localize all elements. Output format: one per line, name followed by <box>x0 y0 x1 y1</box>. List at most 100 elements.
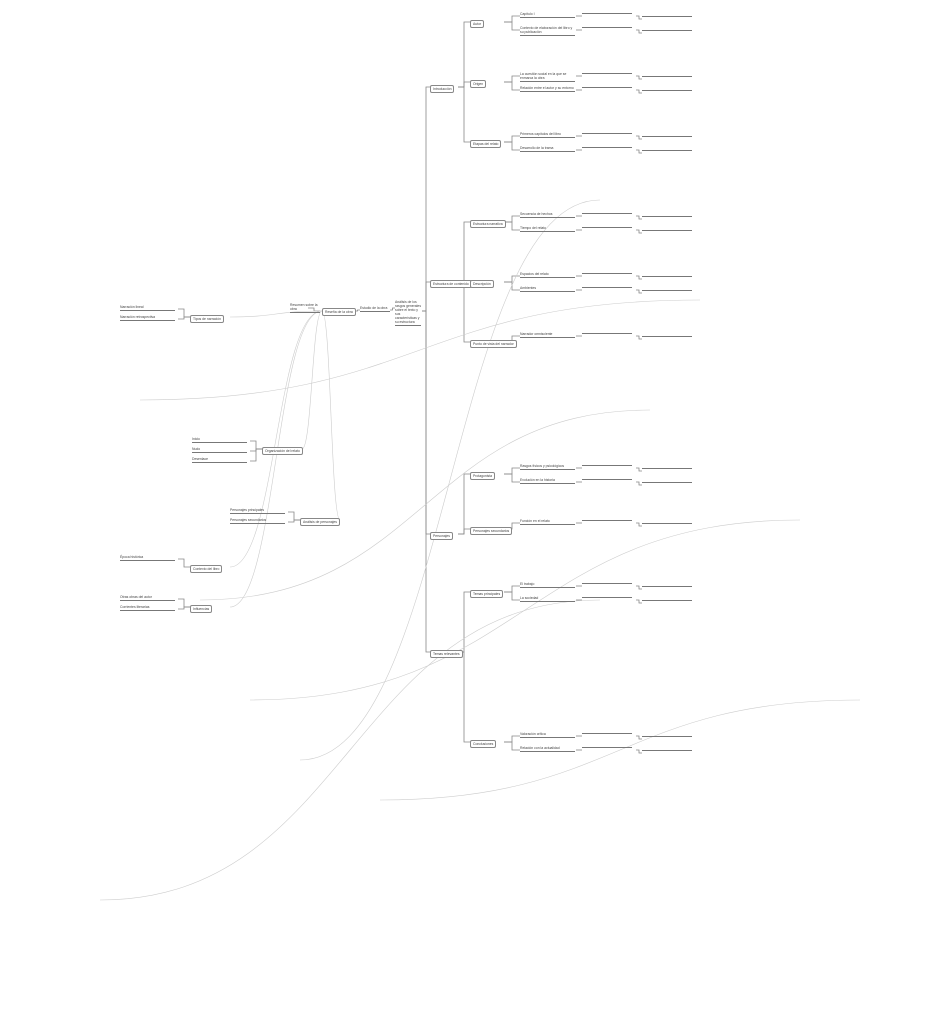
connector <box>458 473 470 535</box>
detail-line <box>642 89 692 91</box>
subtopic-node[interactable]: Contexto de elaboración del libro y su p… <box>520 26 575 36</box>
relation-line <box>379 699 861 801</box>
connector <box>636 289 642 294</box>
connector <box>636 735 642 740</box>
left-subtopic-node[interactable]: Desenlace <box>192 457 247 463</box>
topic-node[interactable]: Temas principales <box>470 590 504 598</box>
subtopic-node[interactable]: Función en el relato <box>520 519 575 525</box>
connector <box>458 591 470 653</box>
connector <box>504 81 520 91</box>
connector <box>458 21 470 88</box>
subtopic-node[interactable]: Relación entre el autor y su entorno <box>520 86 575 92</box>
topic-node[interactable]: Origen <box>470 80 487 88</box>
detail-line <box>642 29 692 31</box>
relation-line <box>229 310 323 568</box>
connector <box>636 29 642 34</box>
left-subtopic-node[interactable]: Nudo <box>192 447 247 453</box>
branch-node[interactable]: Temas relevantes <box>430 650 463 658</box>
connector <box>504 75 520 83</box>
subtopic-node[interactable]: Primeros capítulos del libro <box>520 132 575 138</box>
root-right-note[interactable]: Análisis de los rasgos generales sobre e… <box>395 300 422 326</box>
connector <box>422 86 430 312</box>
branch-node[interactable]: Estructura de contenido <box>430 280 472 288</box>
detail-line <box>642 215 692 217</box>
topic-node[interactable]: Conclusiones <box>470 740 497 748</box>
connector <box>636 467 642 472</box>
branch-node[interactable]: Personajes <box>430 532 453 540</box>
detail-line <box>582 732 632 734</box>
detail-line <box>582 478 632 480</box>
topic-node[interactable]: Autor <box>470 20 485 28</box>
topic-node[interactable]: Estructura narrativa <box>470 220 506 228</box>
left-branch-node[interactable]: Influencias <box>190 605 213 613</box>
left-subtopic-node[interactable]: Inicio <box>192 437 247 443</box>
topic-node[interactable]: Punto de vista del narrador <box>470 340 517 348</box>
subtopic-node[interactable]: Desarrollo de la trama <box>520 146 575 152</box>
connector <box>636 481 642 486</box>
subtopic-node[interactable]: Ambientes <box>520 286 575 292</box>
subtopic-node[interactable]: Rasgos físicos y psicológicos <box>520 464 575 470</box>
connector <box>636 135 642 140</box>
detail-line <box>642 15 692 17</box>
left-branch-node[interactable]: Organización del relato <box>262 447 303 455</box>
detail-line <box>642 585 692 587</box>
connector <box>178 606 190 610</box>
detail-line <box>582 332 632 334</box>
subtopic-node[interactable]: El trabajo <box>520 582 575 588</box>
topic-node[interactable]: Personajes secundarios <box>470 527 513 535</box>
subtopic-node[interactable]: Tiempo del relato <box>520 226 575 232</box>
subtopic-node[interactable]: Narrador omnisciente <box>520 332 575 338</box>
root-left-note[interactable]: Resumen sobre la obra <box>290 303 320 313</box>
detail-line <box>582 519 632 521</box>
subtopic-node[interactable]: Capítulo I <box>520 12 575 18</box>
connector <box>288 519 300 523</box>
connector <box>355 309 360 312</box>
subtopic-node[interactable]: Evolución en la historia <box>520 478 575 484</box>
detail-line <box>642 229 692 231</box>
topic-node[interactable]: Descripción <box>470 280 494 288</box>
branch-node[interactable]: Introducción <box>430 85 455 93</box>
left-subtopic-node[interactable]: Narración lineal <box>120 305 175 311</box>
connector <box>504 591 520 601</box>
topic-node[interactable]: Protagonista <box>470 472 496 480</box>
detail-line <box>642 75 692 77</box>
connector <box>504 467 520 475</box>
connector <box>288 511 300 521</box>
left-subtopic-node[interactable]: Corrientes literarias <box>120 605 175 611</box>
subtopic-node[interactable]: Valoración crítica <box>520 732 575 738</box>
left-subtopic-node[interactable]: Otras obras del autor <box>120 595 175 601</box>
subtopic-node[interactable]: Relación con la actualidad <box>520 746 575 752</box>
relation-line <box>199 409 651 601</box>
left-subtopic-node[interactable]: Personajes secundarios <box>230 518 285 524</box>
root-node[interactable]: Reseña de la obra <box>322 308 356 316</box>
connector <box>178 316 190 320</box>
connector <box>458 281 470 343</box>
left-subtopic-node[interactable]: Narración retrospectiva <box>120 315 175 321</box>
left-branch-node[interactable]: Contexto del libro <box>190 565 223 573</box>
connector <box>504 735 520 743</box>
left-branch-node[interactable]: Tipos de narración <box>190 315 224 323</box>
detail-line <box>582 26 632 28</box>
subtopic-node[interactable]: Espacios del relato <box>520 272 575 278</box>
connector <box>636 522 642 527</box>
connector <box>504 221 520 231</box>
left-subtopic-node[interactable]: Personajes principales <box>230 508 285 514</box>
subtopic-node[interactable]: La sociedad <box>520 596 575 602</box>
topic-node[interactable]: Etapas del relato <box>470 140 502 148</box>
connector <box>422 310 430 653</box>
connector <box>636 335 642 340</box>
left-branch-node[interactable]: Análisis de personajes <box>300 518 340 526</box>
subtopic-node[interactable]: La cuestión social en la que se enmarca … <box>520 72 575 82</box>
connector <box>250 440 262 450</box>
relation-line <box>229 310 323 608</box>
detail-line <box>642 735 692 737</box>
left-subtopic-node[interactable]: Época histórica <box>120 555 175 561</box>
subtopic-node[interactable]: Secuencia de hechos <box>520 212 575 218</box>
root-right-label[interactable]: Estudio de la obra <box>360 306 390 312</box>
detail-line <box>642 599 692 601</box>
detail-line <box>582 146 632 148</box>
connector <box>504 585 520 593</box>
connector <box>636 599 642 604</box>
detail-line <box>642 467 692 469</box>
